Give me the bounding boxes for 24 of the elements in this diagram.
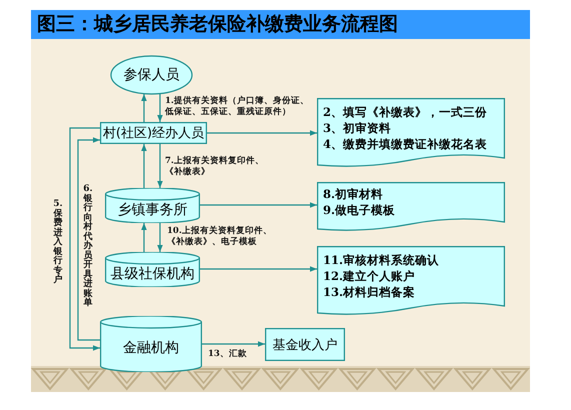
arrow bbox=[69, 127, 100, 351]
edge-label: 13、汇款 bbox=[208, 349, 247, 360]
person-ellipse: 参保人员 bbox=[110, 55, 193, 95]
arrow bbox=[157, 144, 163, 188]
arrow bbox=[141, 94, 147, 122]
process-box: 基金收入户 bbox=[265, 328, 345, 361]
database-cylinder: 县级社保机构 bbox=[105, 252, 200, 287]
edge-label: 5.保费进入银行专户 bbox=[53, 200, 63, 286]
arrow bbox=[202, 341, 265, 347]
arrow bbox=[157, 94, 163, 122]
document-box: 11.审核材料系统确认 12.建立个人账户 13.材料归档备案 bbox=[317, 246, 505, 316]
database-cylinder: 乡镇事务所 bbox=[105, 188, 200, 223]
arrow bbox=[200, 266, 317, 272]
arrow bbox=[141, 144, 147, 188]
process-box: 村(社区)经办人员 bbox=[100, 122, 207, 144]
arrow bbox=[200, 202, 317, 208]
arrow bbox=[157, 223, 163, 252]
document-box: 2、填写《补缴表》，一式三份 3、初审资料 4、缴费并填缴费证补缴花名表 bbox=[317, 98, 505, 168]
arrow bbox=[77, 137, 100, 341]
edge-label: 6.银行向村代办员开具进账单 bbox=[83, 185, 93, 308]
title-banner: 图三：城乡居民养老保险补缴费业务流程图 bbox=[31, 10, 530, 39]
database-cylinder: 金融机构 bbox=[100, 316, 202, 372]
arrow bbox=[141, 223, 147, 252]
arrow bbox=[207, 130, 317, 136]
